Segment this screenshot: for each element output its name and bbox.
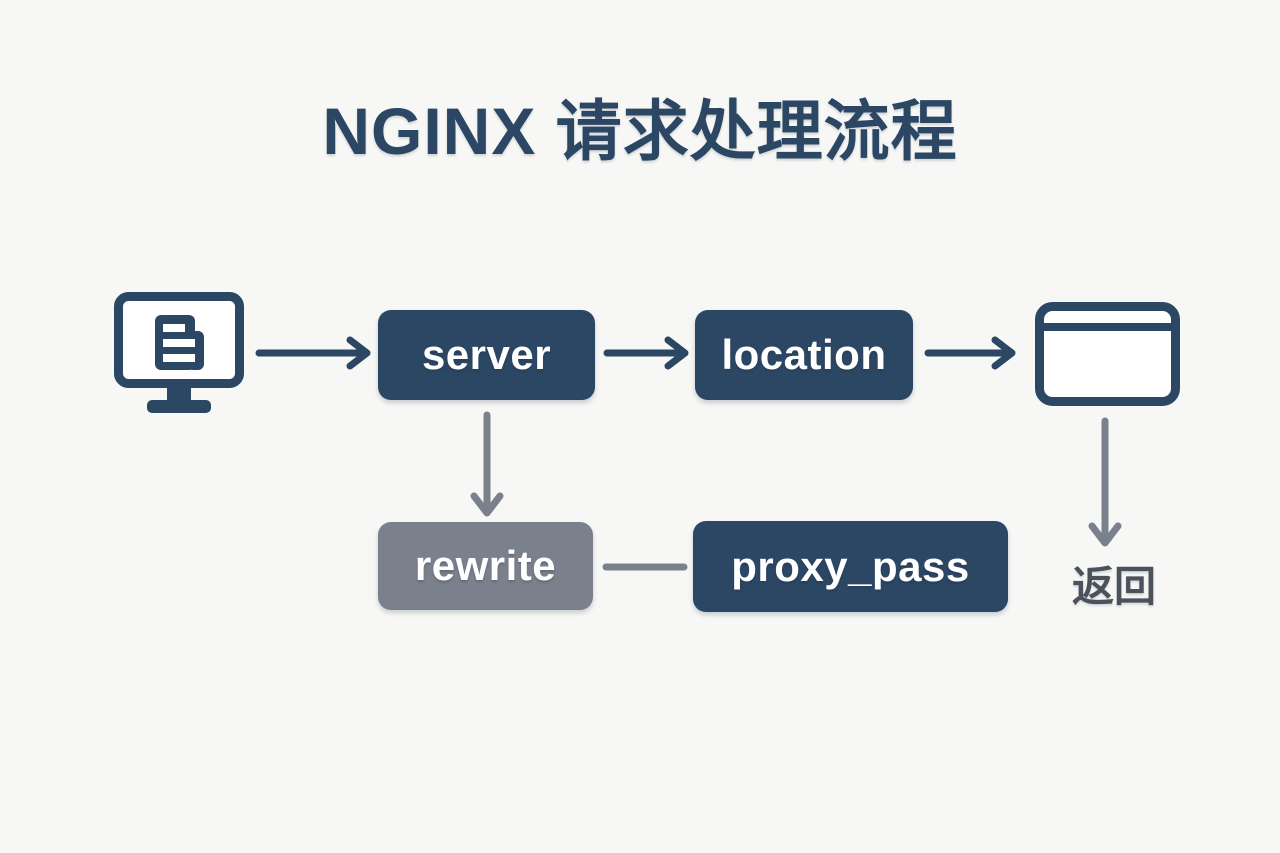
monitor-document-icon bbox=[114, 292, 244, 413]
document-glyph bbox=[155, 315, 204, 370]
browser-window-icon bbox=[1035, 302, 1180, 406]
node-rewrite: rewrite bbox=[378, 522, 593, 610]
return-label: 返回 bbox=[1071, 563, 1156, 610]
node-location: location bbox=[695, 310, 913, 400]
arrow-server-to-location bbox=[603, 336, 689, 370]
page-title: NGINX 请求处理流程 bbox=[322, 94, 958, 168]
node-server: server bbox=[378, 310, 595, 400]
arrow-location-to-response bbox=[924, 336, 1016, 370]
arrow-client-to-server bbox=[255, 336, 371, 370]
node-location-label: location bbox=[721, 331, 887, 378]
node-server-label: server bbox=[421, 331, 552, 378]
node-proxy-pass-label: proxy_pass bbox=[731, 542, 970, 590]
node-rewrite-label: rewrite bbox=[414, 542, 557, 589]
node-proxy-pass: proxy_pass bbox=[693, 521, 1008, 612]
connector-rewrite-to-proxy-pass bbox=[602, 563, 688, 571]
arrow-server-to-rewrite bbox=[470, 411, 504, 517]
arrow-response-to-return bbox=[1088, 417, 1122, 547]
